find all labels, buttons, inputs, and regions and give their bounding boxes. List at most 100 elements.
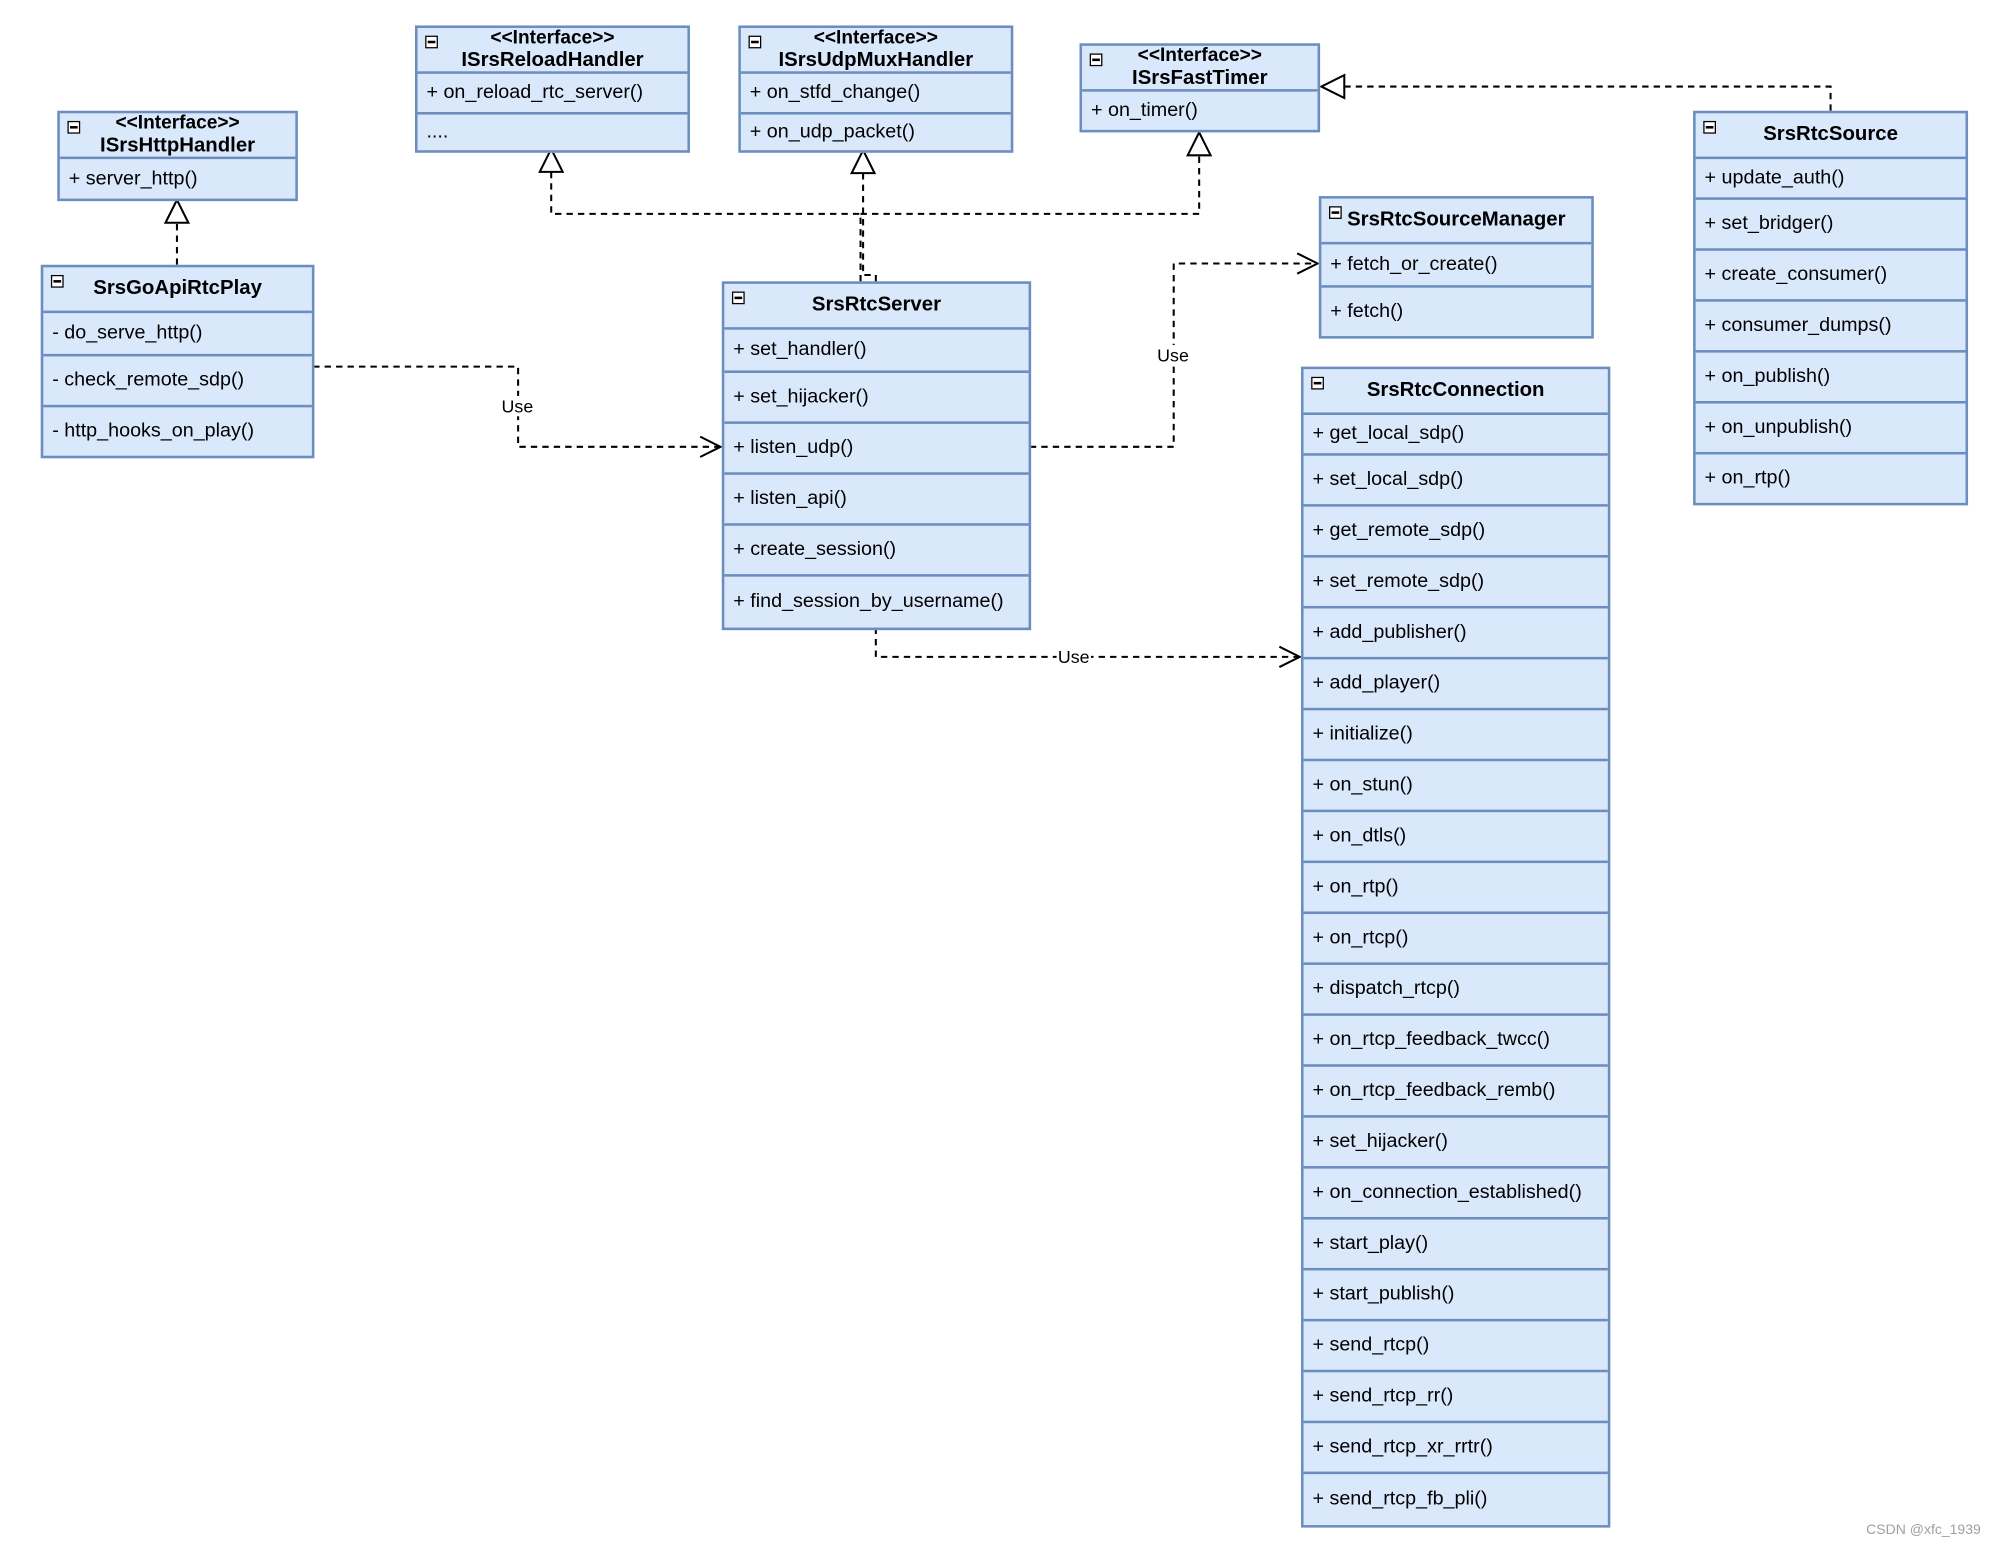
class-member: + create_consumer() [1695, 251, 1966, 302]
collapse-icon[interactable] [1311, 376, 1324, 390]
collapse-icon[interactable] [425, 35, 438, 49]
class-member: + on_rtp() [1303, 863, 1608, 915]
class-member: + on_unpublish() [1695, 404, 1966, 455]
class-member: - do_serve_http() [43, 313, 312, 357]
class-stereotype: <<Interface>> [1137, 44, 1262, 67]
class-member: + send_rtcp() [1303, 1321, 1608, 1373]
class-isrs-udp-mux-handler[interactable]: <<Interface>> ISrsUdpMuxHandler + on_stf… [738, 25, 1014, 153]
dependency-arrowhead-server [699, 435, 723, 458]
class-member: + set_hijacker() [1303, 1118, 1608, 1169]
dependency-edge-server-connection [874, 627, 1300, 658]
collapse-icon[interactable] [748, 35, 762, 49]
class-name: SrsRtcSource [1763, 123, 1898, 146]
class-member: + set_remote_sdp() [1303, 558, 1608, 609]
class-member: + start_play() [1303, 1220, 1608, 1271]
class-name: ISrsReloadHandler [461, 49, 644, 72]
class-name: SrsRtcServer [811, 294, 942, 316]
class-name: SrsGoApiRtcPlay [93, 277, 262, 300]
class-stereotype: <<Interface>> [813, 26, 938, 49]
class-member: + listen_api() [724, 475, 1029, 526]
class-member: + get_remote_sdp() [1303, 507, 1608, 558]
class-member: + on_rtp() [1704, 467, 1791, 489]
class-member: + add_player() [1303, 659, 1608, 711]
class-isrs-http-handler[interactable]: <<Interface>> ISrsHttpHandler + server_h… [57, 110, 298, 202]
realization-edge-server-reload-timer [550, 155, 1201, 282]
class-member: + set_hijacker() [724, 373, 1029, 424]
class-member: + set_handler() [724, 330, 1029, 373]
class-header: SrsRtcServer [724, 284, 1029, 330]
class-member: + get_local_sdp() [1303, 415, 1608, 456]
class-header: <<Interface>> ISrsHttpHandler [59, 112, 296, 160]
class-member: + consumer_dumps() [1695, 302, 1966, 353]
class-member: + listen_udp() [724, 424, 1029, 475]
class-member: + on_dtls() [1303, 812, 1608, 864]
collapse-icon[interactable] [67, 120, 81, 134]
class-member: + send_rtcp_rr() [1303, 1372, 1608, 1424]
class-member: - check_remote_sdp() [43, 356, 312, 408]
class-header: <<Interface>> ISrsFastTimer [1082, 44, 1318, 92]
class-srs-go-api-rtc-play[interactable]: SrsGoApiRtcPlay - do_serve_http() - chec… [40, 264, 315, 459]
use-label-play-server: Use [500, 395, 535, 417]
class-name: SrsRtcSourceManager [1347, 208, 1566, 231]
class-member: + on_reload_rtc_server() [417, 74, 688, 115]
realization-arrowhead-reload [538, 146, 565, 173]
class-name: ISrsFastTimer [1132, 67, 1268, 90]
class-member: + send_rtcp_xr_rrtr() [1303, 1423, 1608, 1475]
class-member: + initialize() [1303, 710, 1608, 762]
class-srs-rtc-connection[interactable]: SrsRtcConnection + get_local_sdp() + set… [1301, 366, 1611, 1528]
class-member: + on_stun() [1303, 761, 1608, 813]
use-label-server-manager: Use [1155, 344, 1191, 366]
class-member: + on_stfd_change() [740, 74, 1011, 115]
collapse-icon[interactable] [1089, 53, 1103, 67]
class-stereotype: <<Interface>> [115, 112, 240, 134]
class-header: <<Interface>> ISrsUdpMuxHandler [740, 26, 1011, 74]
class-member: + on_rtcp_feedback_remb() [1303, 1067, 1608, 1118]
class-header: SrsRtcSource [1695, 113, 1966, 160]
collapse-icon[interactable] [1329, 206, 1342, 219]
class-member: + set_bridger() [1695, 200, 1966, 251]
class-member: + dispatch_rtcp() [1303, 965, 1608, 1016]
class-member: + fetch_or_create() [1321, 244, 1592, 288]
class-member: + update_auth() [1695, 159, 1966, 200]
class-member: + on_publish() [1695, 353, 1966, 404]
use-label-server-connection: Use [1056, 646, 1091, 668]
watermark: CSDN @xfc_1939 [1866, 1522, 1981, 1538]
class-member: .... [426, 120, 449, 143]
class-member: + on_rtcp_feedback_twcc() [1303, 1016, 1608, 1067]
dependency-arrowhead-manager [1296, 252, 1320, 275]
class-isrs-fast-timer[interactable]: <<Interface>> ISrsFastTimer + on_timer() [1079, 43, 1321, 133]
class-srs-rtc-server[interactable]: SrsRtcServer + set_handler() + set_hijac… [721, 281, 1032, 631]
class-member: + on_connection_established() [1303, 1169, 1608, 1220]
realization-arrowhead-timer-bottom [1186, 130, 1213, 157]
realization-edge-source-timer [1344, 85, 1832, 111]
class-member: + on_timer() [1090, 99, 1198, 121]
class-srs-rtc-source-manager[interactable]: SrsRtcSourceManager + fetch_or_create() … [1318, 196, 1594, 339]
realization-arrowhead-http [163, 197, 191, 224]
class-isrs-reload-handler[interactable]: <<Interface>> ISrsReloadHandler + on_rel… [414, 25, 690, 153]
realization-arrowhead-udpmux [849, 147, 877, 175]
class-srs-rtc-source[interactable]: SrsRtcSource + update_auth() + set_bridg… [1693, 110, 1969, 506]
collapse-icon[interactable] [731, 291, 745, 305]
class-member: + send_rtcp_fb_pli() [1312, 1488, 1488, 1510]
class-stereotype: <<Interface>> [490, 26, 615, 49]
class-header: <<Interface>> ISrsReloadHandler [417, 26, 688, 74]
class-header: SrsRtcSourceManager [1321, 199, 1592, 245]
class-member: + server_http() [68, 167, 198, 190]
class-member: + add_publisher() [1303, 608, 1608, 660]
collapse-icon[interactable] [50, 274, 64, 288]
class-member: + fetch() [1330, 300, 1404, 323]
class-member: + find_session_by_username() [733, 590, 1004, 613]
realization-edge-server-udpmux [862, 173, 877, 282]
realization-arrowhead-timer-right [1319, 73, 1346, 100]
collapse-icon[interactable] [1703, 120, 1717, 134]
class-header: SrsRtcConnection [1303, 369, 1608, 415]
class-member: + create_session() [724, 526, 1029, 577]
class-name: ISrsUdpMuxHandler [778, 49, 974, 72]
class-name: ISrsHttpHandler [100, 134, 256, 157]
class-member: - http_hooks_on_play() [52, 420, 255, 442]
dependency-arrowhead-connection [1278, 645, 1303, 668]
class-header: SrsGoApiRtcPlay [43, 267, 312, 314]
class-member: + set_local_sdp() [1303, 456, 1608, 507]
